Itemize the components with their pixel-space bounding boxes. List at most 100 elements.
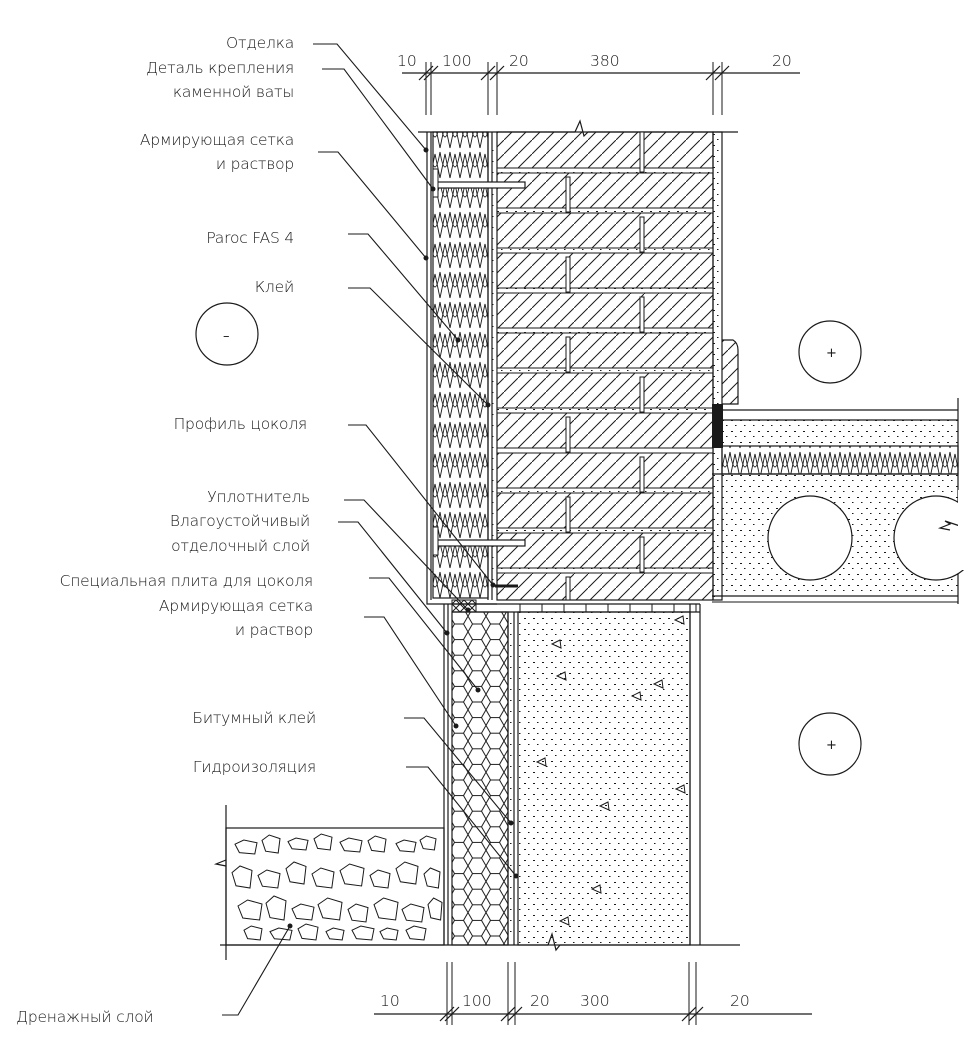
drainage-stone: [325, 927, 345, 941]
concrete-aggregate: [590, 884, 602, 894]
leader-line: [369, 577, 479, 691]
dimension-tick: [444, 1006, 460, 1022]
slab-hollow-core: [767, 495, 853, 581]
label-plinth-profile: Профиль цоколя: [173, 415, 308, 433]
label-mesh-bottom-line2: и раствор: [234, 621, 313, 639]
dimension-tick: [423, 65, 439, 81]
leader-line: [222, 925, 291, 1016]
concrete-aggregate: [630, 691, 642, 701]
drainage-stone: [401, 903, 425, 923]
leader-line: [348, 287, 489, 406]
drainage-stone: [234, 839, 258, 855]
dim-bottom-plaster: 20: [730, 992, 750, 1010]
mortar-joint-dots: [497, 248, 713, 253]
drainage-stone: [369, 869, 391, 889]
dim-bottom-concrete: 300: [580, 992, 610, 1010]
concrete-aggregate: [652, 679, 664, 689]
mortar-joint-vertical: [639, 131, 645, 173]
drainage-stone: [423, 867, 441, 889]
mortar-joint-dots: [497, 568, 713, 573]
leader-dot: [508, 820, 514, 826]
label-waterproofing: Гидроизоляция: [192, 758, 316, 776]
drainage-stone: [347, 903, 369, 923]
waterproofing-dashes: [509, 620, 514, 940]
drainage-stone: [311, 867, 335, 889]
drainage-stone: [405, 925, 427, 941]
mortar-joint-vertical: [639, 456, 645, 493]
slab-hollow-core: [893, 495, 971, 581]
drainage-stone: [291, 903, 315, 921]
drainage-stone: [395, 861, 419, 885]
drainage-stone: [427, 897, 443, 921]
drainage-stone: [261, 834, 281, 854]
leader-line: [348, 233, 459, 341]
dimension-tick: [714, 65, 730, 81]
leader-line: [364, 616, 457, 727]
mortar-joint-vertical: [565, 336, 571, 373]
mortar-joint-vertical: [639, 536, 645, 573]
dim-bottom-board: 100: [462, 992, 492, 1010]
slab-mask: [958, 490, 971, 570]
drainage-stone: [395, 839, 417, 853]
foundation-break-symbol: [547, 931, 561, 952]
mortar-joint-vertical: [565, 256, 571, 293]
label-moisture-line2: отделочный слой: [171, 537, 310, 555]
concrete-aggregate: [555, 671, 567, 681]
mortar-joint-dots: [497, 368, 713, 373]
leader-dot: [430, 186, 436, 192]
label-moisture-line1: Влагоустойчивый: [169, 512, 310, 530]
slab-break-symbol: [937, 520, 961, 531]
mortar-joint-vertical: [639, 376, 645, 413]
dimension-tick: [688, 1006, 704, 1022]
dim-top-glue: 20: [509, 52, 529, 70]
drainage-stone: [287, 837, 309, 851]
mortar-joint-vertical: [565, 416, 571, 453]
leader-line: [348, 424, 494, 586]
mortar-joint-vertical: [639, 216, 645, 253]
skirting-board: [722, 339, 739, 405]
leader-line: [313, 43, 427, 151]
drainage-stone: [419, 835, 437, 851]
floor-screed: [722, 420, 958, 446]
label-insulation: Paroc FAS 4: [206, 229, 294, 247]
dimension-tick: [681, 1006, 697, 1022]
mortar-joint-vertical: [565, 176, 571, 213]
drainage-stone: [265, 895, 287, 921]
leader-dot: [453, 723, 459, 729]
leader-dot: [444, 630, 450, 636]
concrete-aggregate: [535, 757, 547, 767]
zone-inside-upper-circle: [798, 320, 862, 384]
drainage-stone: [317, 897, 343, 921]
label-fastener-line2: каменной ваты: [172, 83, 294, 101]
concrete-aggregate: [558, 916, 570, 926]
leader-line: [322, 68, 434, 190]
drainage-stone: [269, 927, 293, 941]
mortar-joint-vertical: [639, 296, 645, 333]
label-bitumen-glue: Битумный клей: [192, 709, 316, 727]
label-mesh-top-line2: и раствор: [215, 155, 294, 173]
zone-outside-circle: [195, 302, 259, 366]
drainage-stone: [367, 835, 387, 853]
zone-outside-sign: –: [223, 329, 230, 344]
mortar-joint-dots: [497, 328, 713, 333]
drainage-stone: [237, 899, 263, 921]
drainage-break-symbol: [213, 859, 227, 867]
label-glue: Клей: [254, 278, 295, 296]
mortar-joint-dots: [497, 168, 713, 173]
label-plinth-board: Специальная плита для цоколя: [59, 572, 314, 590]
dim-top-insulation: 100: [442, 52, 472, 70]
dimension-tick: [500, 1006, 516, 1022]
mortar-joint-vertical: [565, 496, 571, 533]
label-mesh-top-line1: Армирующая сетка: [139, 131, 294, 149]
label-mesh-bottom-line1: Армирующая сетка: [158, 597, 313, 615]
concrete-aggregate: [673, 615, 685, 625]
drainage-stone: [297, 923, 319, 941]
dimension-tick: [705, 65, 721, 81]
mortar-joint-dots: [497, 488, 713, 493]
leader-dot: [287, 923, 293, 929]
leader-dot: [513, 873, 519, 879]
concrete-aggregate: [674, 784, 686, 794]
concrete-foundation: [517, 611, 691, 946]
dim-top-plaster: 20: [772, 52, 792, 70]
